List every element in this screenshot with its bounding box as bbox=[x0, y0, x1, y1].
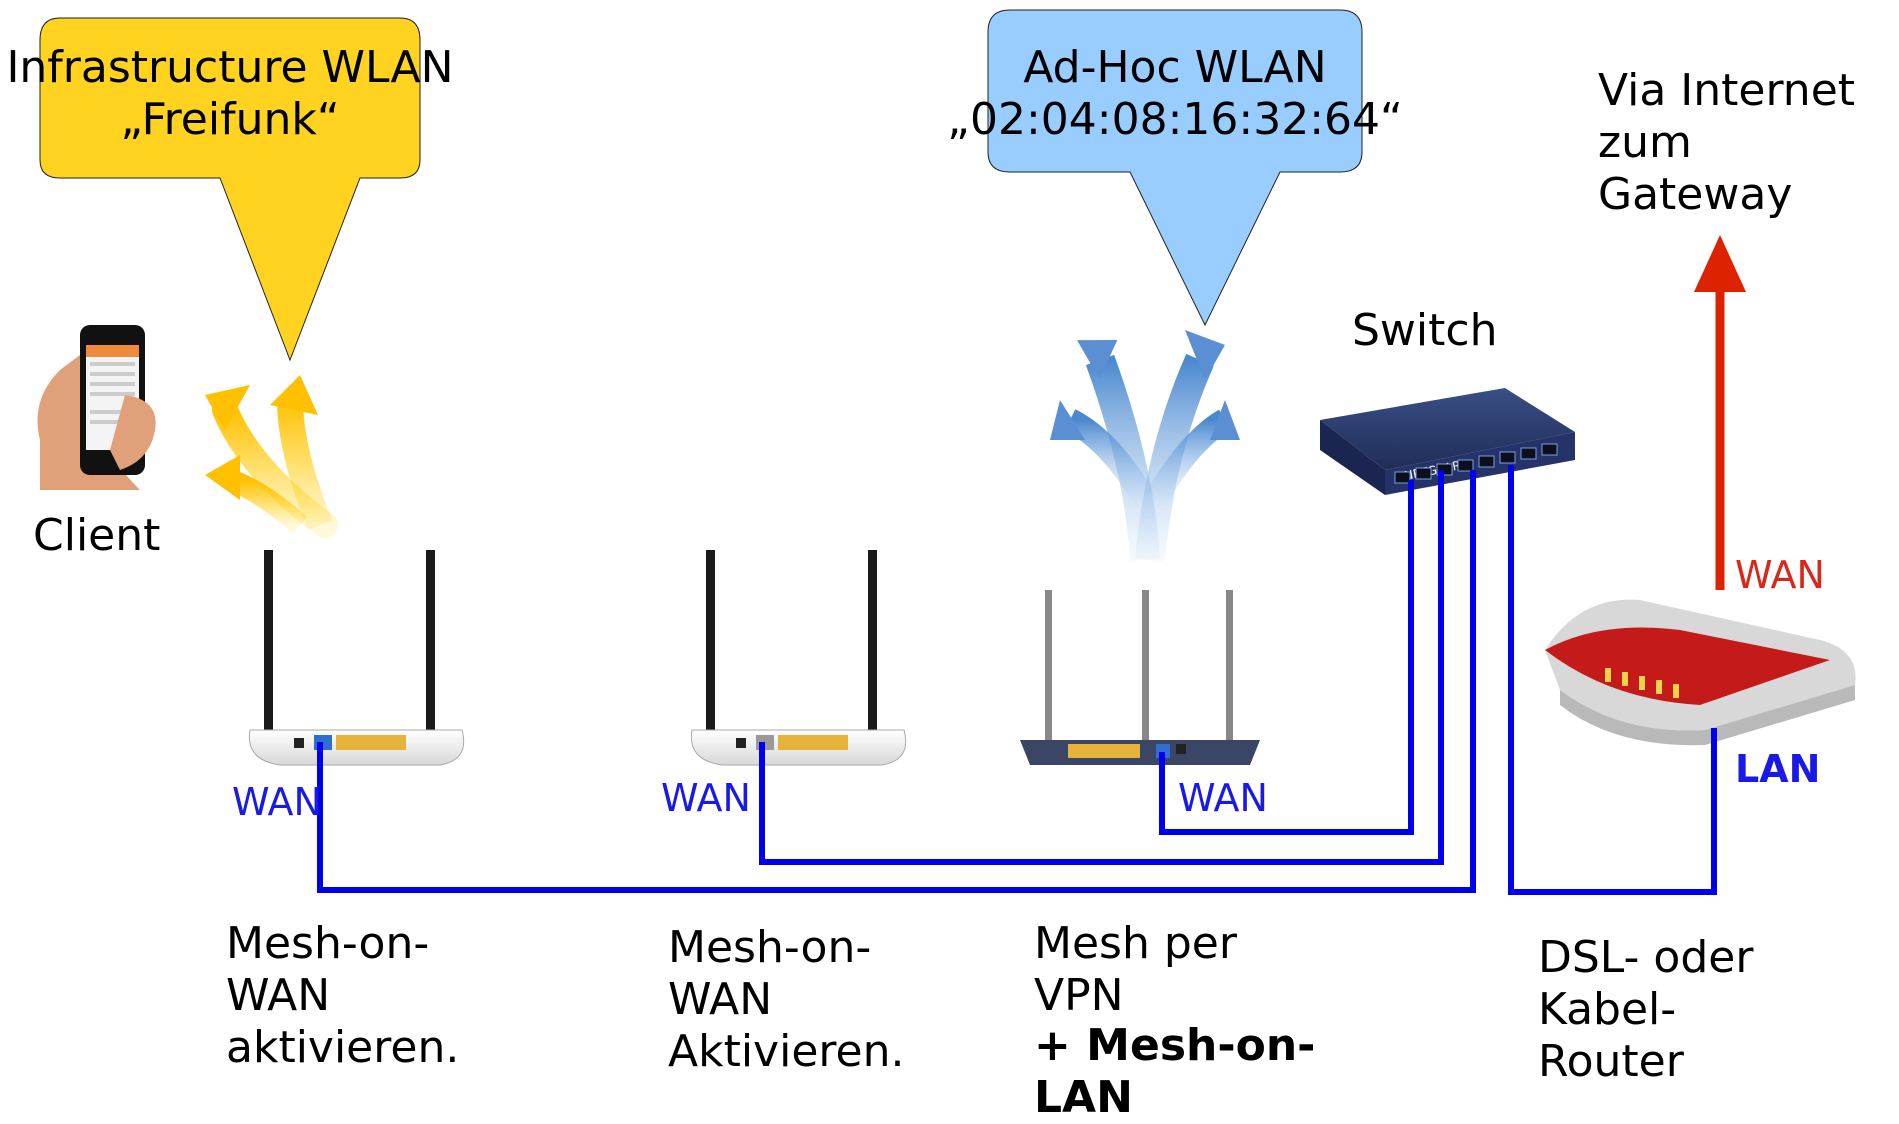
router-1-icon bbox=[248, 550, 465, 766]
router2-wan-port-label: WAN bbox=[661, 776, 751, 820]
cable-router1-switch bbox=[317, 470, 1476, 893]
internet-gateway-label: Via Internet zum Gateway bbox=[1598, 65, 1856, 220]
dsl-router-icon bbox=[1545, 599, 1856, 746]
lan-cables bbox=[317, 465, 1717, 895]
router3-caption: Mesh per VPN bbox=[1034, 918, 1237, 1021]
network-diagram: NETGEAR bbox=[37, 9, 1856, 895]
switch-port bbox=[1499, 451, 1516, 464]
switch-port bbox=[1520, 447, 1537, 460]
switch-port bbox=[1457, 459, 1474, 472]
router3-caption-mesh-on-lan: + Mesh-on- LAN bbox=[1034, 1020, 1316, 1123]
internet-uplink-arrow bbox=[1694, 235, 1746, 590]
dsl-router-lan-label: LAN bbox=[1735, 747, 1821, 791]
infrastructure-wlan-bubble bbox=[39, 17, 421, 362]
switch-label: Switch bbox=[1352, 305, 1498, 356]
dsl-router-caption: DSL- oder Kabel- Router bbox=[1538, 932, 1754, 1087]
router2-caption: Mesh-on- WAN Aktivieren. bbox=[668, 922, 905, 1077]
router-2-icon bbox=[690, 550, 907, 766]
dsl-router-wan-label: WAN bbox=[1735, 553, 1825, 597]
adhoc-wlan-bssid: „02:04:08:16:32:64“ bbox=[947, 94, 1403, 145]
switch-icon: NETGEAR bbox=[1320, 388, 1575, 495]
router3-wan-port-label: WAN bbox=[1178, 776, 1268, 820]
cable-switch-dslrouter bbox=[1508, 465, 1717, 895]
wlan-yellow-arrows-icon bbox=[205, 375, 338, 538]
switch-port bbox=[1541, 443, 1558, 456]
wlan-blue-arrows-icon bbox=[1050, 330, 1240, 562]
switch-port bbox=[1415, 467, 1432, 480]
client-phone-icon bbox=[37, 325, 156, 490]
router-3-icon bbox=[1020, 590, 1260, 765]
adhoc-wlan-bubble bbox=[987, 9, 1363, 327]
switch-port bbox=[1394, 471, 1411, 484]
router1-wan-port-label: WAN bbox=[232, 780, 322, 824]
cable-router2-switch bbox=[759, 470, 1444, 865]
infrastructure-wlan-ssid: „Freifunk“ bbox=[120, 94, 340, 145]
cable-router3-switch bbox=[1159, 480, 1414, 835]
router1-caption: Mesh-on- WAN aktivieren. bbox=[226, 918, 460, 1073]
infrastructure-wlan-title: Infrastructure WLAN bbox=[6, 42, 454, 93]
client-label: Client bbox=[33, 510, 161, 561]
adhoc-wlan-title: Ad-Hoc WLAN bbox=[1023, 42, 1327, 93]
switch-port bbox=[1436, 463, 1453, 476]
switch-port bbox=[1478, 455, 1495, 468]
